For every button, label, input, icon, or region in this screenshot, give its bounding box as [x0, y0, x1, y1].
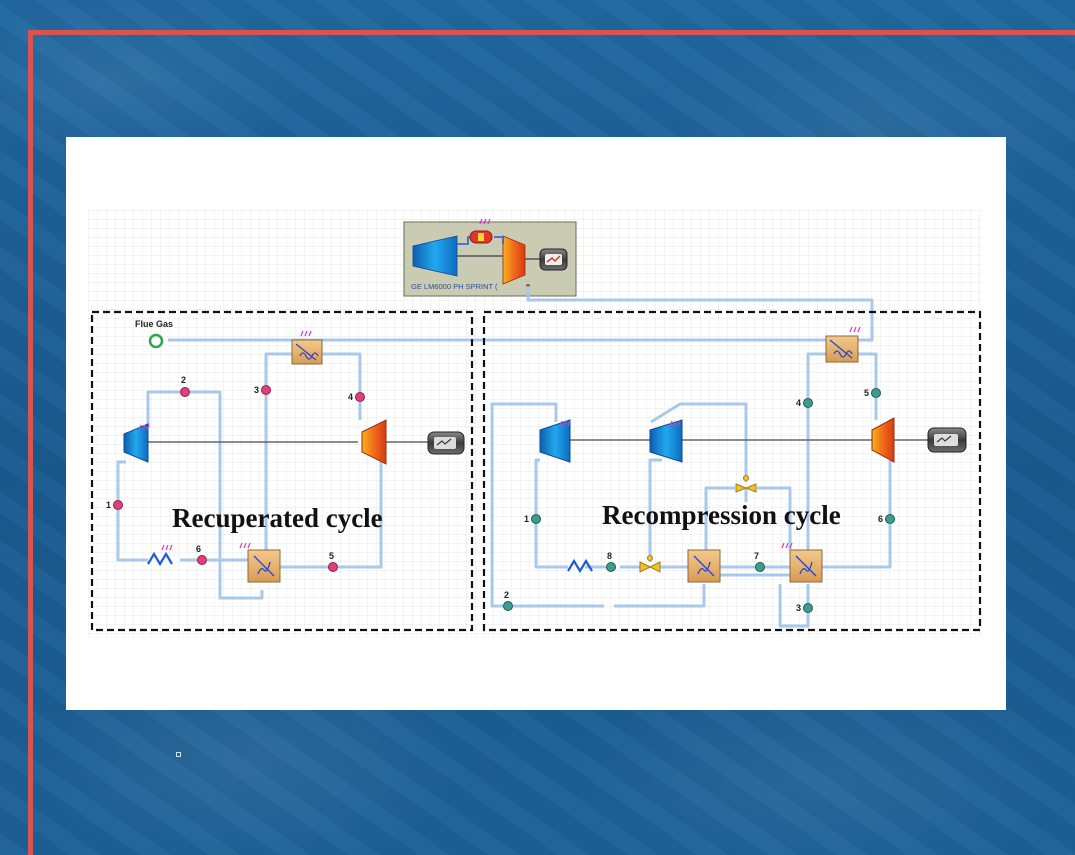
recomp-state-point-4: [803, 398, 813, 408]
splitter-valve-top: [735, 475, 757, 493]
flue-gas-icon: [148, 333, 164, 349]
recomp-state-point-5: [871, 388, 881, 398]
rec-state-point-3: [261, 385, 271, 395]
recomp-state-label-1: 1: [524, 514, 529, 524]
recuperated-recuperator: [239, 542, 281, 583]
recompression-cycle-title: Recompression cycle: [602, 500, 841, 530]
rec-state-label-5: 5: [329, 551, 334, 561]
recomp-state-point-3: [803, 603, 813, 613]
rec-state-label-3: 3: [254, 385, 259, 395]
recompression-cooler: [567, 558, 593, 574]
recompression-turbine-icon: [871, 417, 895, 463]
gt-compressor-icon: [412, 235, 458, 277]
recomp-state-point-6: [885, 514, 895, 524]
recompression-boundary: [482, 310, 982, 632]
recomp-state-label-3: 3: [796, 603, 801, 613]
recompression-heater: [825, 326, 861, 363]
low-temp-recuperator: [687, 549, 721, 583]
recomp-state-label-5: 5: [864, 388, 869, 398]
rec-state-point-2: [180, 387, 190, 397]
rec-state-label-2: 2: [181, 375, 186, 385]
rec-state-point-6: [197, 555, 207, 565]
high-temp-recuperator: [781, 542, 823, 583]
frame-left-border: [28, 30, 33, 855]
recompression-generator-icon: [927, 427, 967, 453]
rec-state-point-5: [328, 562, 338, 572]
frame-top-border: [28, 30, 1075, 35]
recomp-state-point-2: [503, 601, 513, 611]
recomp-state-label-7: 7: [754, 551, 759, 561]
rec-state-label-4: 4: [348, 392, 353, 402]
recuperated-boundary: [90, 310, 474, 632]
main-compressor-icon: [539, 419, 571, 463]
rec-state-label-1: 1: [106, 500, 111, 510]
recuperated-heater: [291, 330, 323, 365]
recomp-state-point-7: [755, 562, 765, 572]
recuperated-generator-icon: [427, 431, 465, 455]
recompressor-icon: [649, 419, 683, 463]
recuperated-compressor-icon: [123, 423, 149, 463]
rec-state-point-4: [355, 392, 365, 402]
gas-turbine-module: GE LM6000 PH SPRINT (: [403, 218, 577, 297]
exhaust-pipes: [168, 286, 874, 342]
recomp-state-point-1: [531, 514, 541, 524]
mixer-valve-bottom: [639, 555, 661, 573]
recuperated-cycle-title: Recuperated cycle: [172, 503, 383, 533]
flue-gas-label: Flue Gas: [135, 319, 173, 329]
gas-turbine-label: GE LM6000 PH SPRINT (: [411, 282, 498, 291]
recompression-pipes: [490, 352, 892, 628]
gt-turbine-icon: [502, 235, 526, 285]
recuperated-cooler: [147, 544, 173, 567]
rec-state-label-6: 6: [196, 544, 201, 554]
rec-state-point-1: [113, 500, 123, 510]
recomp-state-label-4: 4: [796, 398, 801, 408]
recuperated-turbine-icon: [361, 419, 387, 465]
recomp-state-point-8: [606, 562, 616, 572]
recomp-state-label-8: 8: [607, 551, 612, 561]
recuperated-pipes: [116, 352, 383, 600]
recomp-state-label-6: 6: [878, 514, 883, 524]
recomp-state-label-2: 2: [504, 590, 509, 600]
slide-marker: [176, 752, 181, 757]
